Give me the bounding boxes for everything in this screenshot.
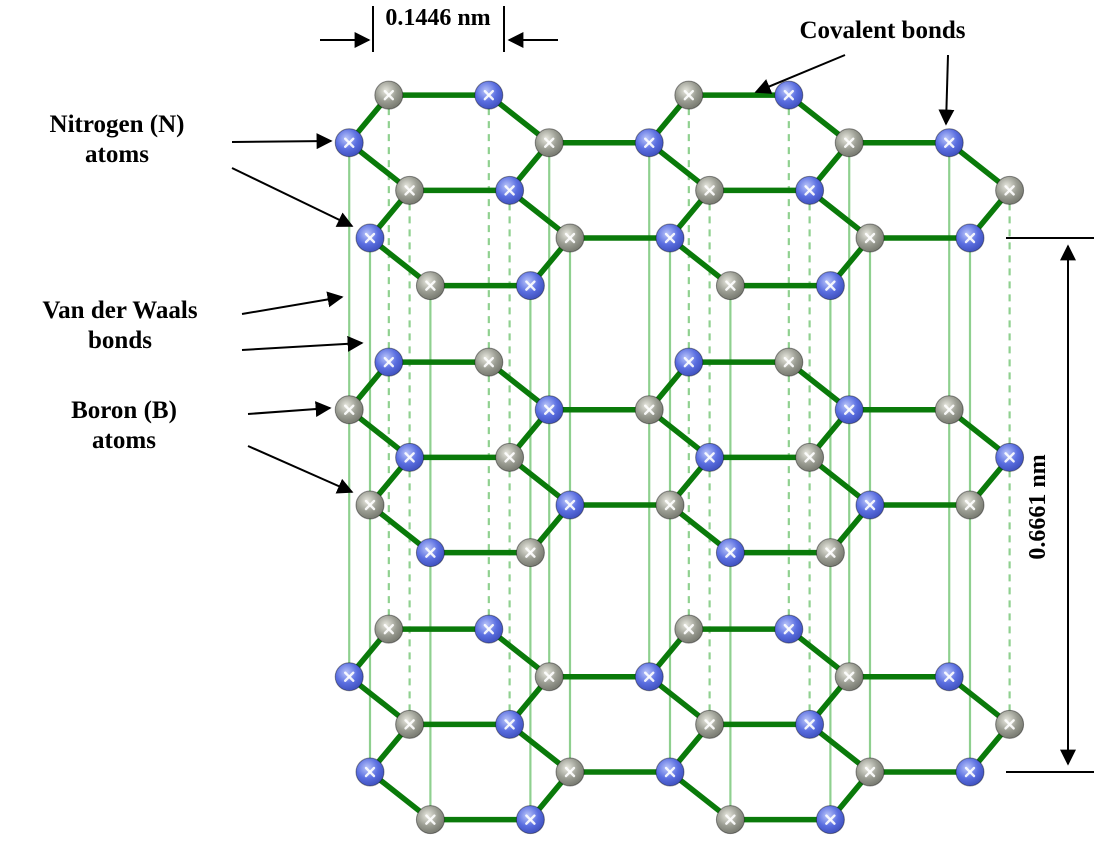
van-der-waals-bonds-group (348, 95, 1011, 820)
annotation-arrows-group (231, 54, 955, 494)
covalent-bonds-label: Covalent bonds (799, 17, 966, 44)
atom-highlight (683, 623, 695, 635)
lattice-layers-group (334, 80, 1025, 835)
atom-highlight (825, 547, 836, 558)
layer-1-atoms (334, 80, 1025, 301)
atom-highlight (644, 671, 655, 682)
atom-highlight (504, 719, 515, 730)
annotation-arrow (241, 291, 344, 315)
atom-highlight (683, 89, 695, 101)
atom-highlight (364, 232, 376, 244)
boron-atoms-label: Boron (B) atoms (71, 397, 177, 454)
atom-highlight (483, 623, 495, 635)
atom-highlight (944, 137, 955, 148)
atom-highlight (644, 404, 655, 415)
atom-highlight (1004, 185, 1015, 196)
atom-highlight (564, 232, 576, 244)
atom-highlight (564, 499, 576, 511)
atom-highlight (404, 719, 415, 730)
atom-highlight (964, 766, 976, 778)
atom-highlight (483, 356, 495, 368)
atom-highlight (664, 232, 676, 244)
atom-highlight (864, 766, 876, 778)
atom-highlight (383, 89, 395, 101)
layer-1-bonds (346, 92, 1013, 289)
layer-spacing-label: 0.6661 nm (1025, 454, 1051, 560)
atom-highlight (504, 185, 515, 196)
atom-highlight (964, 232, 976, 244)
atom-highlight (783, 623, 795, 635)
bond-length-label: 0.1446 nm (385, 5, 491, 31)
atom-highlight (425, 280, 436, 291)
atom-highlight (644, 137, 655, 148)
atom-highlight (1004, 452, 1015, 463)
annotation-arrow (231, 167, 354, 227)
annotation-arrow (241, 335, 364, 352)
atom-highlight (364, 766, 376, 778)
atom-highlight (864, 232, 876, 244)
atom-highlight (404, 185, 415, 196)
atom-highlight (525, 280, 536, 291)
atom-highlight (664, 499, 676, 511)
atom-highlight (864, 499, 876, 511)
atom-highlight (483, 89, 495, 101)
atom-highlight (944, 404, 955, 415)
atom-highlight (844, 404, 855, 415)
atom-highlight (704, 185, 715, 196)
atom-highlight (564, 766, 576, 778)
layer-3-atoms (334, 614, 1025, 835)
atom-highlight (425, 547, 436, 558)
atom-highlight (825, 814, 836, 825)
atom-highlight (725, 814, 736, 825)
atom-highlight (383, 623, 395, 635)
atom-highlight (804, 719, 815, 730)
atom-highlight (783, 356, 795, 368)
dimension-markers-group (320, 6, 1094, 773)
annotation-arrow (754, 54, 846, 94)
atom-highlight (844, 671, 855, 682)
layer-3-bonds (346, 626, 1013, 823)
atom-highlight (804, 185, 815, 196)
atom-highlight (544, 671, 555, 682)
atom-highlight (964, 499, 976, 511)
atom-highlight (783, 89, 795, 101)
atom-highlight (944, 671, 955, 682)
van-der-waals-bonds-label: Van der Waals bonds (42, 297, 198, 354)
atom-highlight (504, 452, 515, 463)
atom-highlight (544, 137, 555, 148)
atom-highlight (725, 547, 736, 558)
atom-highlight (383, 356, 395, 368)
atom-highlight (804, 452, 815, 463)
atom-highlight (664, 766, 676, 778)
atom-highlight (364, 499, 376, 511)
atom-highlight (404, 452, 415, 463)
atom-highlight (344, 671, 355, 682)
layer-2-atoms (334, 347, 1025, 568)
atom-highlight (704, 452, 715, 463)
atom-highlight (344, 137, 355, 148)
atom-highlight (844, 137, 855, 148)
atom-highlight (704, 719, 715, 730)
nitrogen-atoms-label: Nitrogen (N) atoms (49, 111, 185, 168)
atom-highlight (683, 356, 695, 368)
annotation-arrow (247, 401, 332, 418)
atom-highlight (525, 547, 536, 558)
atom-highlight (525, 814, 536, 825)
atom-highlight (1004, 719, 1015, 730)
annotation-arrow (231, 133, 333, 150)
annotation-arrow (938, 54, 955, 126)
atom-highlight (425, 814, 436, 825)
layer-2-bonds (346, 359, 1013, 556)
atom-highlight (825, 280, 836, 291)
annotation-arrow (247, 445, 354, 494)
atom-highlight (544, 404, 555, 415)
atom-highlight (344, 404, 355, 415)
atom-highlight (725, 280, 736, 291)
